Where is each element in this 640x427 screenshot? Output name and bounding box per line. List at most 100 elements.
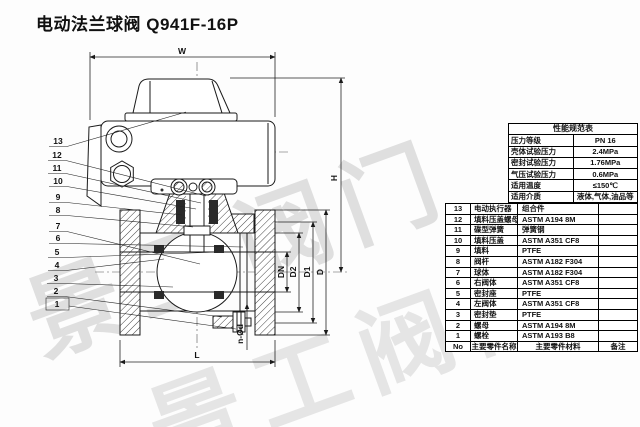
- header-name: 主要零件名称: [470, 340, 518, 353]
- part-material: ASTM A194 8M: [517, 319, 599, 332]
- table-row: 1 螺栓 ASTM A193 B8: [445, 330, 638, 342]
- table-row: 壳体试验压力 2.4MPa: [508, 145, 638, 158]
- stem-assembly: [150, 178, 239, 253]
- left-flange: [119, 209, 141, 336]
- packing: [176, 200, 185, 224]
- part-remark: [598, 234, 638, 247]
- table-row: 11 碟型弹簧 弹簧钢: [445, 224, 638, 236]
- part-remark: [598, 266, 638, 279]
- part-no: 6: [445, 277, 471, 289]
- part-material: PTFE: [517, 245, 599, 257]
- dim-l-label: L: [194, 350, 199, 360]
- part-remark: [598, 203, 638, 215]
- part-remark: [598, 224, 638, 236]
- part-no: 8: [445, 255, 471, 268]
- spec-value: 2.4MPa: [572, 145, 638, 158]
- header-material: 主要零件材料: [517, 340, 599, 353]
- table-row: 9 填料 PTFE: [445, 245, 638, 257]
- callout-4: 4: [55, 260, 60, 270]
- parts-table-header-row: No 主要零件名称 主要零件材料 备注: [445, 340, 638, 353]
- part-material: PTFE: [517, 308, 599, 321]
- part-no: 13: [445, 203, 471, 215]
- body-stud-bolt: [212, 311, 252, 333]
- dim-d2-label: D2: [288, 266, 298, 277]
- part-material: ASTM A193 B8: [517, 330, 599, 342]
- spec-table-title: 性能规范表: [508, 122, 638, 136]
- table-row: 适用介质 液体,气体,油品等: [508, 190, 638, 204]
- table-row: 2 螺母 ASTM A194 8M: [445, 319, 638, 332]
- table-row: 5 密封座 PTFE: [445, 287, 638, 300]
- part-name: 电动执行器: [470, 203, 518, 215]
- part-name: 左阀体: [470, 298, 518, 310]
- table-row: 13 电动执行器 组合件: [445, 203, 638, 215]
- callout-6: 6: [56, 233, 61, 243]
- header-remark: 备注: [598, 340, 638, 353]
- table-row: 4 左阀体 ASTM A351 CF8: [445, 298, 638, 310]
- part-name: 阀杆: [470, 255, 518, 268]
- spec-label: 压力等级: [508, 134, 574, 147]
- right-flange: [254, 209, 276, 336]
- callout-leaders: [45, 111, 244, 330]
- part-name: 球体: [470, 266, 518, 279]
- callout-11: 11: [53, 163, 62, 173]
- table-row: 10 填料压盖 ASTM A351 CF8: [445, 234, 638, 247]
- part-remark: [598, 298, 638, 310]
- header-no: No: [445, 340, 471, 353]
- part-no: 2: [445, 319, 471, 332]
- callout-7: 7: [56, 221, 61, 231]
- callout-13: 13: [53, 136, 63, 146]
- seat-rings: [154, 245, 224, 299]
- part-material: 组合件: [517, 203, 599, 215]
- actuator-junction-box: [86, 124, 102, 207]
- spec-label: 密封试验压力: [508, 156, 574, 170]
- part-no: 1: [445, 330, 471, 342]
- part-material: ASTM A351 CF8: [517, 298, 599, 310]
- callout-5: 5: [55, 247, 60, 257]
- part-name: 螺母: [470, 319, 518, 332]
- callout-2: 2: [54, 286, 59, 296]
- part-no: 11: [445, 224, 471, 236]
- part-remark: [598, 287, 638, 300]
- dimensions: [89, 52, 345, 367]
- callout-numbers: 13 12 11 10 9 8 7 6 5 4 3 2 1: [52, 136, 63, 309]
- part-material: ASTM A182 F304: [517, 266, 599, 279]
- part-material: ASTM A194 8M: [517, 213, 599, 226]
- part-name: 填料: [470, 245, 518, 257]
- actuator: [86, 78, 276, 207]
- part-name: 填料压盖螺母: [470, 213, 518, 226]
- spec-value: 液体,气体,油品等: [572, 190, 638, 204]
- table-row: 8 阀杆 ASTM A182 F304: [445, 255, 638, 268]
- part-no: 7: [445, 266, 471, 279]
- table-row: 6 右阀体 ASTM A351 CF8: [445, 277, 638, 289]
- callout-9: 9: [56, 192, 61, 202]
- part-no: 9: [445, 245, 471, 257]
- part-no: 12: [445, 213, 471, 226]
- dim-dn-label: DN: [276, 266, 286, 278]
- spec-label: 壳体试验压力: [508, 145, 574, 158]
- callout-1: 1: [55, 299, 60, 309]
- part-no: 5: [445, 287, 471, 300]
- part-remark: [598, 330, 638, 342]
- stem: [189, 187, 205, 253]
- part-material: ASTM A351 CF8: [517, 234, 599, 247]
- spec-value: ≤150℃: [572, 179, 638, 192]
- part-remark: [598, 213, 638, 226]
- part-material: PTFE: [517, 287, 599, 300]
- table-row: 12 填料压盖螺母 ASTM A194 8M: [445, 213, 638, 226]
- part-name: 右阀体: [470, 277, 518, 289]
- table-row: 3 密封垫 PTFE: [445, 308, 638, 321]
- table-row: 气压试验压力 0.6MPa: [508, 168, 638, 181]
- part-material: ASTM A182 F304: [517, 255, 599, 268]
- callout-12: 12: [52, 150, 62, 160]
- callout-10: 10: [53, 176, 63, 186]
- part-no: 4: [445, 298, 471, 310]
- part-name: 密封垫: [470, 308, 518, 321]
- dim-h-label: H: [329, 175, 339, 181]
- dim-d1-label: D1: [302, 266, 312, 277]
- page-title: 电动法兰球阀 Q941F-16P: [36, 15, 239, 34]
- part-remark: [598, 277, 638, 289]
- dim-w-label: W: [178, 46, 187, 56]
- part-name: 填料压盖: [470, 234, 518, 247]
